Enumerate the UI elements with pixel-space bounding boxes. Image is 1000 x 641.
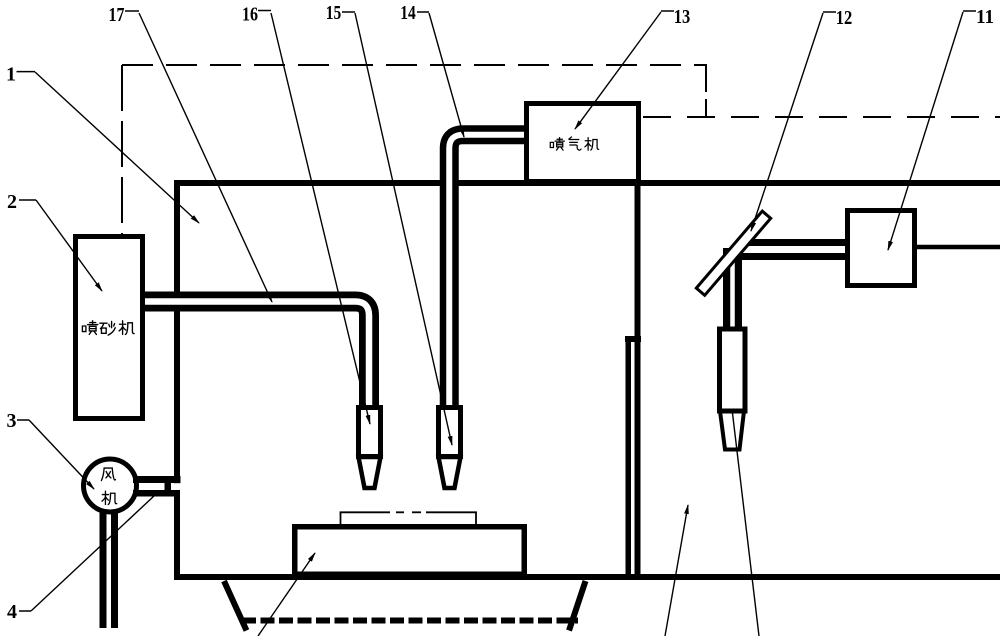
svg-text:14: 14 [400,2,416,24]
svg-text:4: 4 [7,601,17,623]
svg-text:1: 1 [6,64,16,86]
svg-text:12: 12 [836,7,853,29]
svg-text:15: 15 [326,2,342,24]
svg-text:17: 17 [109,4,125,26]
svg-text:13: 13 [674,6,691,28]
svg-text:3: 3 [7,410,17,432]
svg-text:16: 16 [242,4,258,26]
svg-text:11: 11 [976,6,994,28]
svg-text:2: 2 [7,191,17,213]
